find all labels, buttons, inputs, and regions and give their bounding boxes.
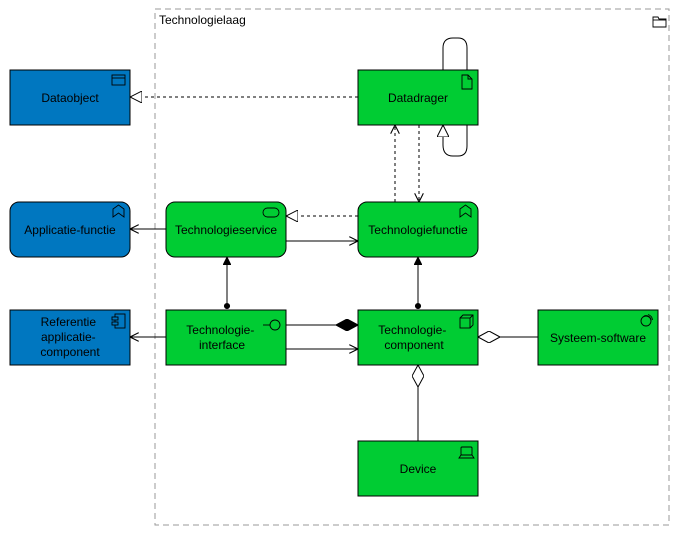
node-technologie-component-label: Technologie- component [378, 323, 449, 352]
node-device[interactable]: Device [357, 440, 479, 497]
service-icon [262, 207, 280, 218]
data-object-icon [111, 74, 126, 86]
node-icon [459, 314, 474, 329]
folder-icon [652, 16, 667, 28]
node-technologie-interface-line-2: interface [199, 338, 245, 352]
function-icon [112, 204, 125, 218]
node-referentie-line-1: Referentie [41, 315, 97, 329]
artifact-icon [461, 74, 473, 90]
node-referentie-applicatie-component[interactable]: Referentie applicatie- component [9, 309, 131, 366]
node-technologiefunctie[interactable]: Technologiefunctie [357, 201, 479, 258]
node-technologie-component-line-1: Technologie- [378, 323, 446, 337]
node-technologie-interface-label: Technologie- interface [186, 323, 257, 352]
node-datadrager[interactable]: Datadrager [357, 69, 479, 126]
node-technologie-interface[interactable]: Technologie- interface [165, 309, 287, 366]
node-referentie-label: Referentie applicatie- component [40, 315, 100, 359]
node-referentie-line-3: component [40, 345, 100, 359]
node-dataobject-label: Dataobject [41, 91, 99, 105]
system-software-icon [640, 314, 653, 327]
node-systeem-software[interactable]: Systeem-software [537, 309, 659, 366]
function-icon [459, 204, 472, 218]
node-device-label: Device [400, 462, 437, 476]
node-applicatie-functie[interactable]: Applicatie-functie [9, 201, 131, 258]
node-referentie-line-2: applicatie- [41, 330, 96, 344]
node-technologie-interface-line-1: Technologie- [186, 323, 254, 337]
node-dataobject[interactable]: Dataobject [9, 69, 131, 126]
group-label: Technologielaag [159, 13, 246, 27]
node-technologieservice[interactable]: Technologieservice [165, 201, 287, 258]
interface-icon [263, 319, 281, 331]
node-technologie-component-line-2: component [384, 338, 444, 352]
node-technologie-component[interactable]: Technologie- component [357, 309, 479, 366]
node-applicatie-functie-label: Applicatie-functie [24, 223, 116, 237]
node-technologieservice-label: Technologieservice [175, 223, 277, 237]
device-icon [458, 446, 475, 459]
component-icon [111, 313, 126, 329]
node-technologiefunctie-label: Technologiefunctie [368, 223, 468, 237]
node-systeem-software-label: Systeem-software [550, 331, 646, 345]
node-datadrager-label: Datadrager [388, 91, 448, 105]
